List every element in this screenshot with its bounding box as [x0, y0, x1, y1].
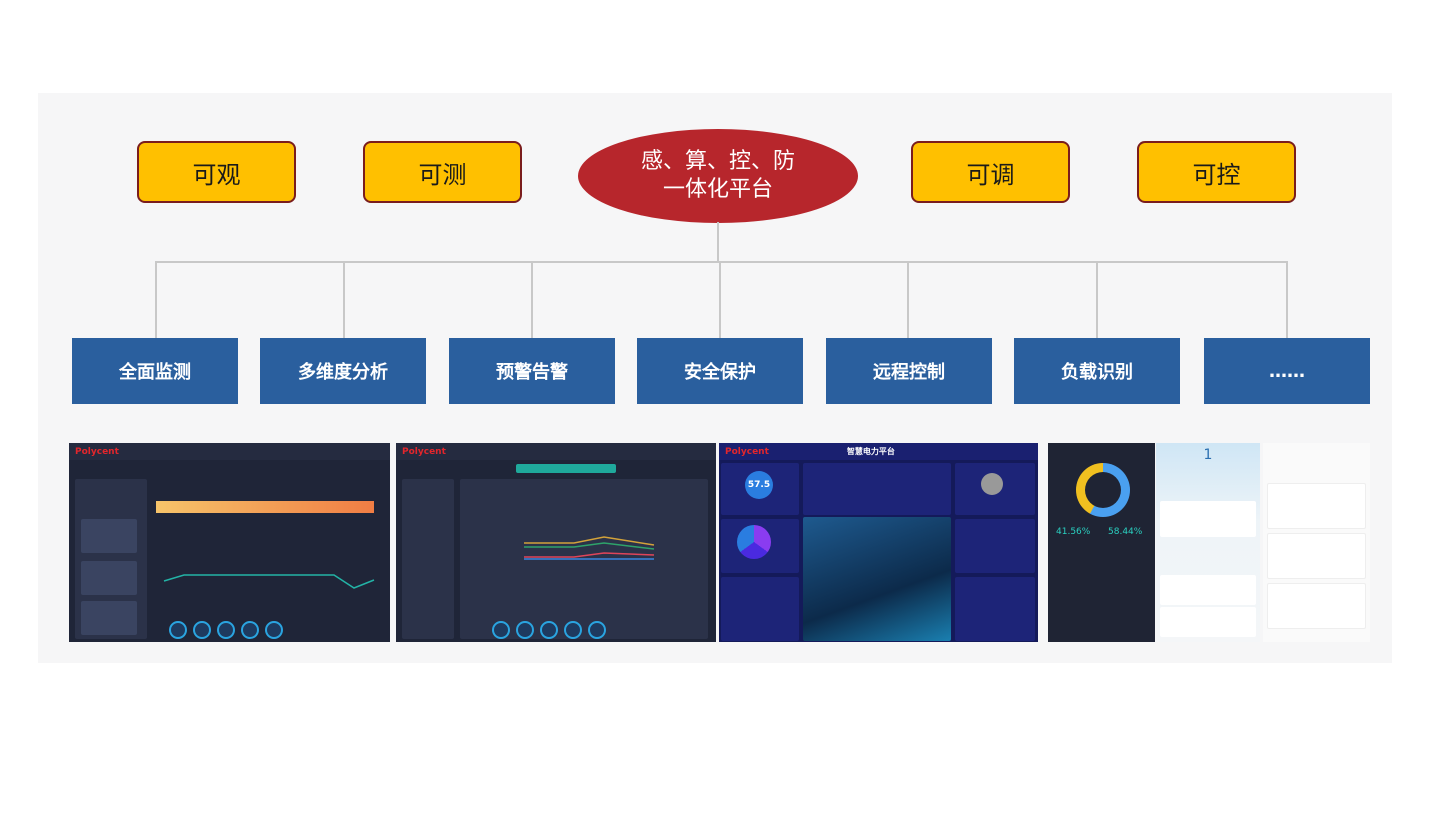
device-card	[81, 519, 137, 553]
donut-chart	[737, 525, 771, 559]
alarm-panel	[955, 577, 1035, 641]
device-card	[1160, 575, 1256, 605]
mobile-screen-home: 1	[1156, 443, 1260, 642]
function-box: 安全保护	[637, 338, 803, 404]
nav-icon	[193, 621, 211, 639]
function-box: ……	[1204, 338, 1370, 404]
bar-panel	[721, 577, 799, 641]
connector-trunk	[717, 222, 719, 263]
list-card	[1267, 483, 1366, 529]
nav-icon	[516, 621, 534, 639]
status-bar	[156, 501, 374, 513]
device-count: 1	[1203, 447, 1213, 463]
nav-icon	[265, 621, 283, 639]
function-box: 全面监测	[72, 338, 238, 404]
nav-icon	[492, 621, 510, 639]
device-card	[81, 601, 137, 635]
top-box-adjustable: 可调	[911, 141, 1070, 203]
device-card	[81, 561, 137, 595]
percent-a: 41.56%	[1056, 527, 1091, 537]
list-card	[1267, 533, 1366, 579]
nav-icon	[588, 621, 606, 639]
tree-panel	[402, 479, 454, 639]
brand-logo: Polycent	[725, 446, 769, 457]
function-box: 多维度分析	[260, 338, 426, 404]
city-image	[803, 517, 951, 641]
line-chart	[163, 574, 375, 589]
table-panel	[955, 519, 1035, 573]
ring-chart	[1076, 463, 1130, 517]
nav-icon	[564, 621, 582, 639]
function-box: 预警告警	[449, 338, 615, 404]
connector	[155, 262, 157, 338]
percent-b: 58.44%	[1108, 527, 1143, 537]
top-box-measurable: 可测	[363, 141, 522, 203]
pie-chart	[981, 473, 1003, 495]
screenshot-dashboard: Polycent 智慧电力平台 57.5	[719, 443, 1038, 642]
score-value: 57.5	[745, 471, 773, 499]
connector	[343, 262, 345, 338]
top-box-observable: 可观	[137, 141, 296, 203]
brand-logo: Polycent	[75, 446, 119, 457]
platform-line2: 一体化平台	[662, 177, 773, 202]
mobile-screen-list	[1263, 443, 1370, 642]
connector	[531, 262, 533, 338]
top-box-controllable: 可控	[1137, 141, 1296, 203]
info-panel	[803, 463, 951, 515]
connector	[719, 262, 721, 338]
screenshot-analysis: Polycent	[396, 443, 716, 642]
screenshot-monitoring: Polycent	[69, 443, 390, 642]
nav-icon	[169, 621, 187, 639]
mobile-screen-stats: 41.56% 58.44%	[1048, 443, 1155, 642]
nav-icon	[241, 621, 259, 639]
connector	[1096, 262, 1098, 338]
platform-title: 智慧电力平台	[846, 447, 895, 456]
multi-line-chart	[524, 536, 655, 560]
status-card	[1160, 501, 1256, 537]
tab-bar	[516, 464, 616, 473]
function-box: 负载识别	[1014, 338, 1180, 404]
connector-bus	[155, 261, 1288, 263]
central-platform-ellipse: 感、算、控、防 一体化平台	[578, 129, 858, 223]
list-card	[1267, 583, 1366, 629]
nav-icon	[217, 621, 235, 639]
nav-icon	[540, 621, 558, 639]
connector	[1286, 262, 1288, 338]
device-card	[1160, 607, 1256, 637]
brand-logo: Polycent	[402, 446, 446, 457]
connector	[907, 262, 909, 338]
function-box: 远程控制	[826, 338, 992, 404]
platform-line1: 感、算、控、防	[640, 149, 795, 174]
